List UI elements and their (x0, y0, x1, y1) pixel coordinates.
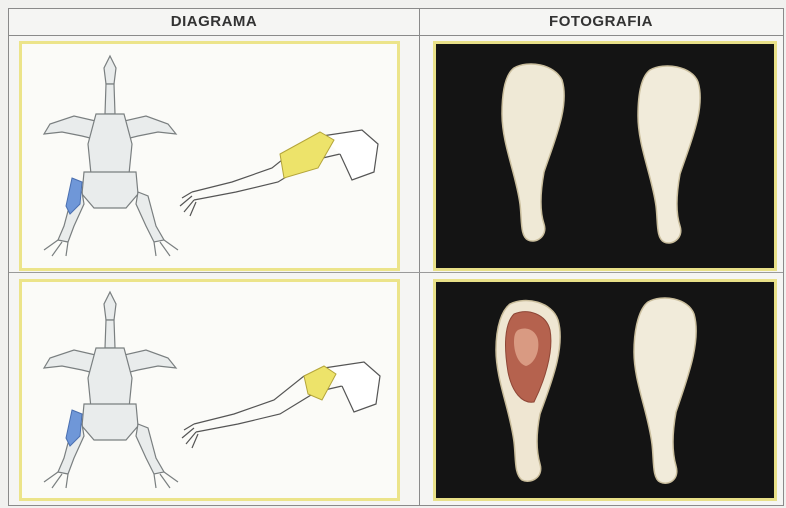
right-foot-shape (154, 472, 178, 488)
drumstick-right (634, 298, 696, 483)
column-header-photo: FOTOGRAFIA (419, 9, 783, 35)
column-header-diagram: DIAGRAMA (9, 9, 419, 35)
thigh-outline (324, 362, 380, 412)
drumstick-left (502, 64, 564, 241)
diagram-panel-row-1 (19, 41, 400, 271)
skull-shape (104, 56, 116, 84)
drumstick-right (638, 66, 700, 243)
pelvis-shape (82, 404, 138, 440)
right-leg-shape (136, 424, 164, 474)
pelvis-shape (82, 172, 138, 208)
highlighted-muscle-yellow (280, 132, 334, 178)
column-divider (419, 9, 420, 505)
diagram-panel-row-2 (19, 279, 400, 501)
photo-panel-row-1 (433, 41, 777, 271)
leg-toes (180, 192, 196, 216)
comparison-table: DIAGRAMA FOTOGRAFIA (8, 8, 784, 506)
chicken-skeleton-diagram (22, 44, 397, 268)
leg-toes (182, 424, 198, 448)
highlighted-muscle-yellow (304, 366, 336, 400)
right-leg-shape (136, 192, 164, 242)
neck-shape (105, 320, 115, 348)
skull-shape (104, 292, 116, 320)
drumsticks-photo (436, 44, 774, 268)
right-foot-shape (154, 240, 178, 256)
left-foot-shape (44, 240, 68, 256)
row-divider (9, 272, 783, 273)
chicken-skeleton-diagram (22, 282, 397, 498)
drumsticks-photo (436, 282, 774, 498)
neck-shape (105, 84, 115, 114)
table-header-row: DIAGRAMA FOTOGRAFIA (9, 9, 783, 36)
photo-panel-row-2 (433, 279, 777, 501)
left-foot-shape (44, 472, 68, 488)
